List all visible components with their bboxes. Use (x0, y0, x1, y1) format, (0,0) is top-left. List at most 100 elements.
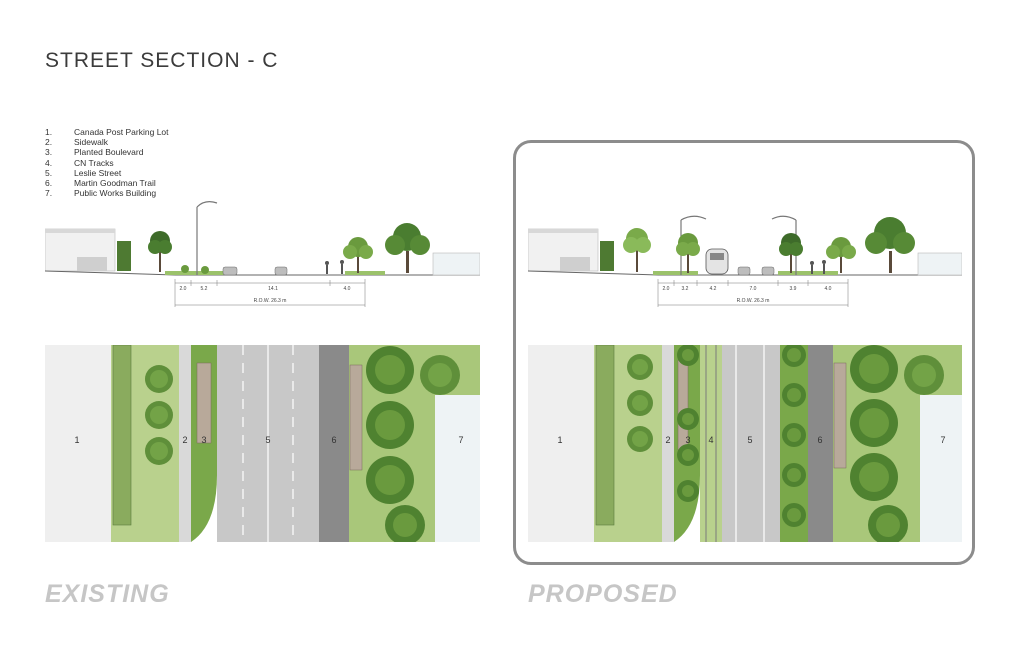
zone-label-5: 5 (747, 435, 752, 445)
tree-icon (385, 505, 425, 542)
sidewalk (179, 345, 191, 542)
dimension-label: 7.0 (750, 286, 757, 292)
hedge (600, 241, 614, 271)
tree-icon (145, 401, 173, 429)
proposed-plan: 1 2 3 4 5 6 7 (528, 345, 962, 542)
person-icon (810, 261, 814, 274)
tree-icon (145, 437, 173, 465)
legend-number: 1. (45, 127, 53, 137)
tree-icon (366, 401, 414, 449)
tree-icon (782, 383, 806, 407)
tree-icon (366, 456, 414, 504)
gravel-bed (196, 362, 212, 444)
tree-icon (850, 453, 898, 501)
public-works-building (917, 252, 962, 276)
legend-label: Martin Goodman Trail (74, 178, 156, 189)
gravel-bed (349, 364, 363, 471)
legend-label: CN Tracks (74, 157, 114, 168)
legend: 1.Canada Post Parking Lot 2.Sidewalk 3.P… (45, 127, 169, 198)
legend-item: 7.Public Works Building (45, 188, 169, 198)
zone-label-1: 1 (74, 435, 79, 445)
parking-lot (528, 345, 594, 542)
gravel-bed (833, 362, 847, 469)
public-works-building (920, 395, 962, 542)
building-door (560, 257, 590, 271)
row-label: R.O.W. 26.3 m (737, 298, 770, 304)
zone-label-2: 2 (665, 435, 670, 445)
ground-line (45, 270, 176, 276)
zone-label-4: 4 (708, 435, 713, 445)
tree-icon (782, 345, 806, 367)
tree-icon (366, 346, 414, 394)
trail-strip (345, 271, 385, 275)
car-icon (274, 266, 288, 276)
dimension-label: 4.0 (344, 286, 351, 292)
legend-item: 1. Canada Post Parking Lot (45, 127, 169, 137)
legend-label: Canada Post Parking Lot (74, 127, 169, 137)
martin-goodman-trail (319, 345, 349, 542)
car-icon (222, 266, 238, 276)
row-label: R.O.W. 26.3 m (254, 298, 287, 304)
legend-item: 6.Martin Goodman Trail (45, 178, 169, 188)
person-icon (325, 261, 329, 274)
tree-icon (677, 444, 699, 466)
hedge-planter (595, 345, 615, 526)
legend-item: 5.Leslie Street (45, 168, 169, 178)
tree-icon (677, 408, 699, 430)
legend-item: 3. Planted Boulevard (45, 147, 169, 157)
existing-section-elevation: 2.0 5.2 14.1 4.0 R.O.W. 26.3 m (45, 201, 480, 307)
dimension-label: 2.0 (663, 286, 670, 292)
leslie-street (722, 345, 780, 542)
legend-number: 3. (45, 147, 53, 158)
tree-icon (627, 354, 653, 380)
tree-icon (623, 228, 651, 272)
legend-label: Sidewalk (74, 137, 109, 148)
zone-label-7: 7 (458, 435, 463, 445)
legend-item: 4. CN Tracks (45, 158, 169, 168)
tree-icon (779, 233, 803, 273)
tree-icon (850, 399, 898, 447)
tree-icon (385, 223, 430, 273)
zone-label-2: 2 (182, 435, 187, 445)
dimension-label: 14.1 (268, 286, 278, 292)
tree-icon (145, 365, 173, 393)
legend-label: Public Works Building (74, 188, 157, 199)
tree-icon (627, 390, 653, 416)
proposed-caption: PROPOSED (528, 580, 678, 608)
tree-icon (677, 345, 699, 366)
ground-line (528, 270, 659, 276)
dimension-label: 2.0 (180, 286, 187, 292)
martin-goodman-trail (808, 345, 833, 542)
legend-number: 4. (45, 157, 53, 168)
building-roof (45, 229, 115, 233)
sidewalk (662, 345, 674, 542)
tree-icon (850, 345, 898, 393)
zone-label-1: 1 (557, 435, 562, 445)
shrub-icon (181, 265, 209, 274)
zone-label-7: 7 (940, 435, 945, 445)
tree-icon (148, 231, 172, 272)
hedge (117, 241, 131, 271)
tree-icon (420, 355, 460, 395)
tree-icon (627, 426, 653, 452)
zone-label-3: 3 (201, 435, 206, 445)
zone-label-3: 3 (685, 435, 690, 445)
car-icon (737, 266, 751, 276)
tree-icon (782, 463, 806, 487)
tree-icon (676, 233, 700, 273)
person-icon (340, 260, 344, 274)
tree-icon (782, 503, 806, 527)
person-icon (822, 260, 826, 274)
dimension-label: 3.2 (682, 286, 689, 292)
public-works-building (435, 395, 480, 542)
public-works-building (432, 252, 480, 276)
dimension-label: 4.0 (825, 286, 832, 292)
zone-label-6: 6 (331, 435, 336, 445)
existing-caption: EXISTING (45, 580, 170, 608)
boulevard-strip (778, 271, 838, 275)
proposed-highlight-frame (513, 140, 975, 565)
dimension-label: 3.9 (790, 286, 797, 292)
page-title: STREET SECTION - C (45, 49, 279, 72)
tree-icon (782, 423, 806, 447)
legend-label: Planted Boulevard (74, 147, 144, 158)
